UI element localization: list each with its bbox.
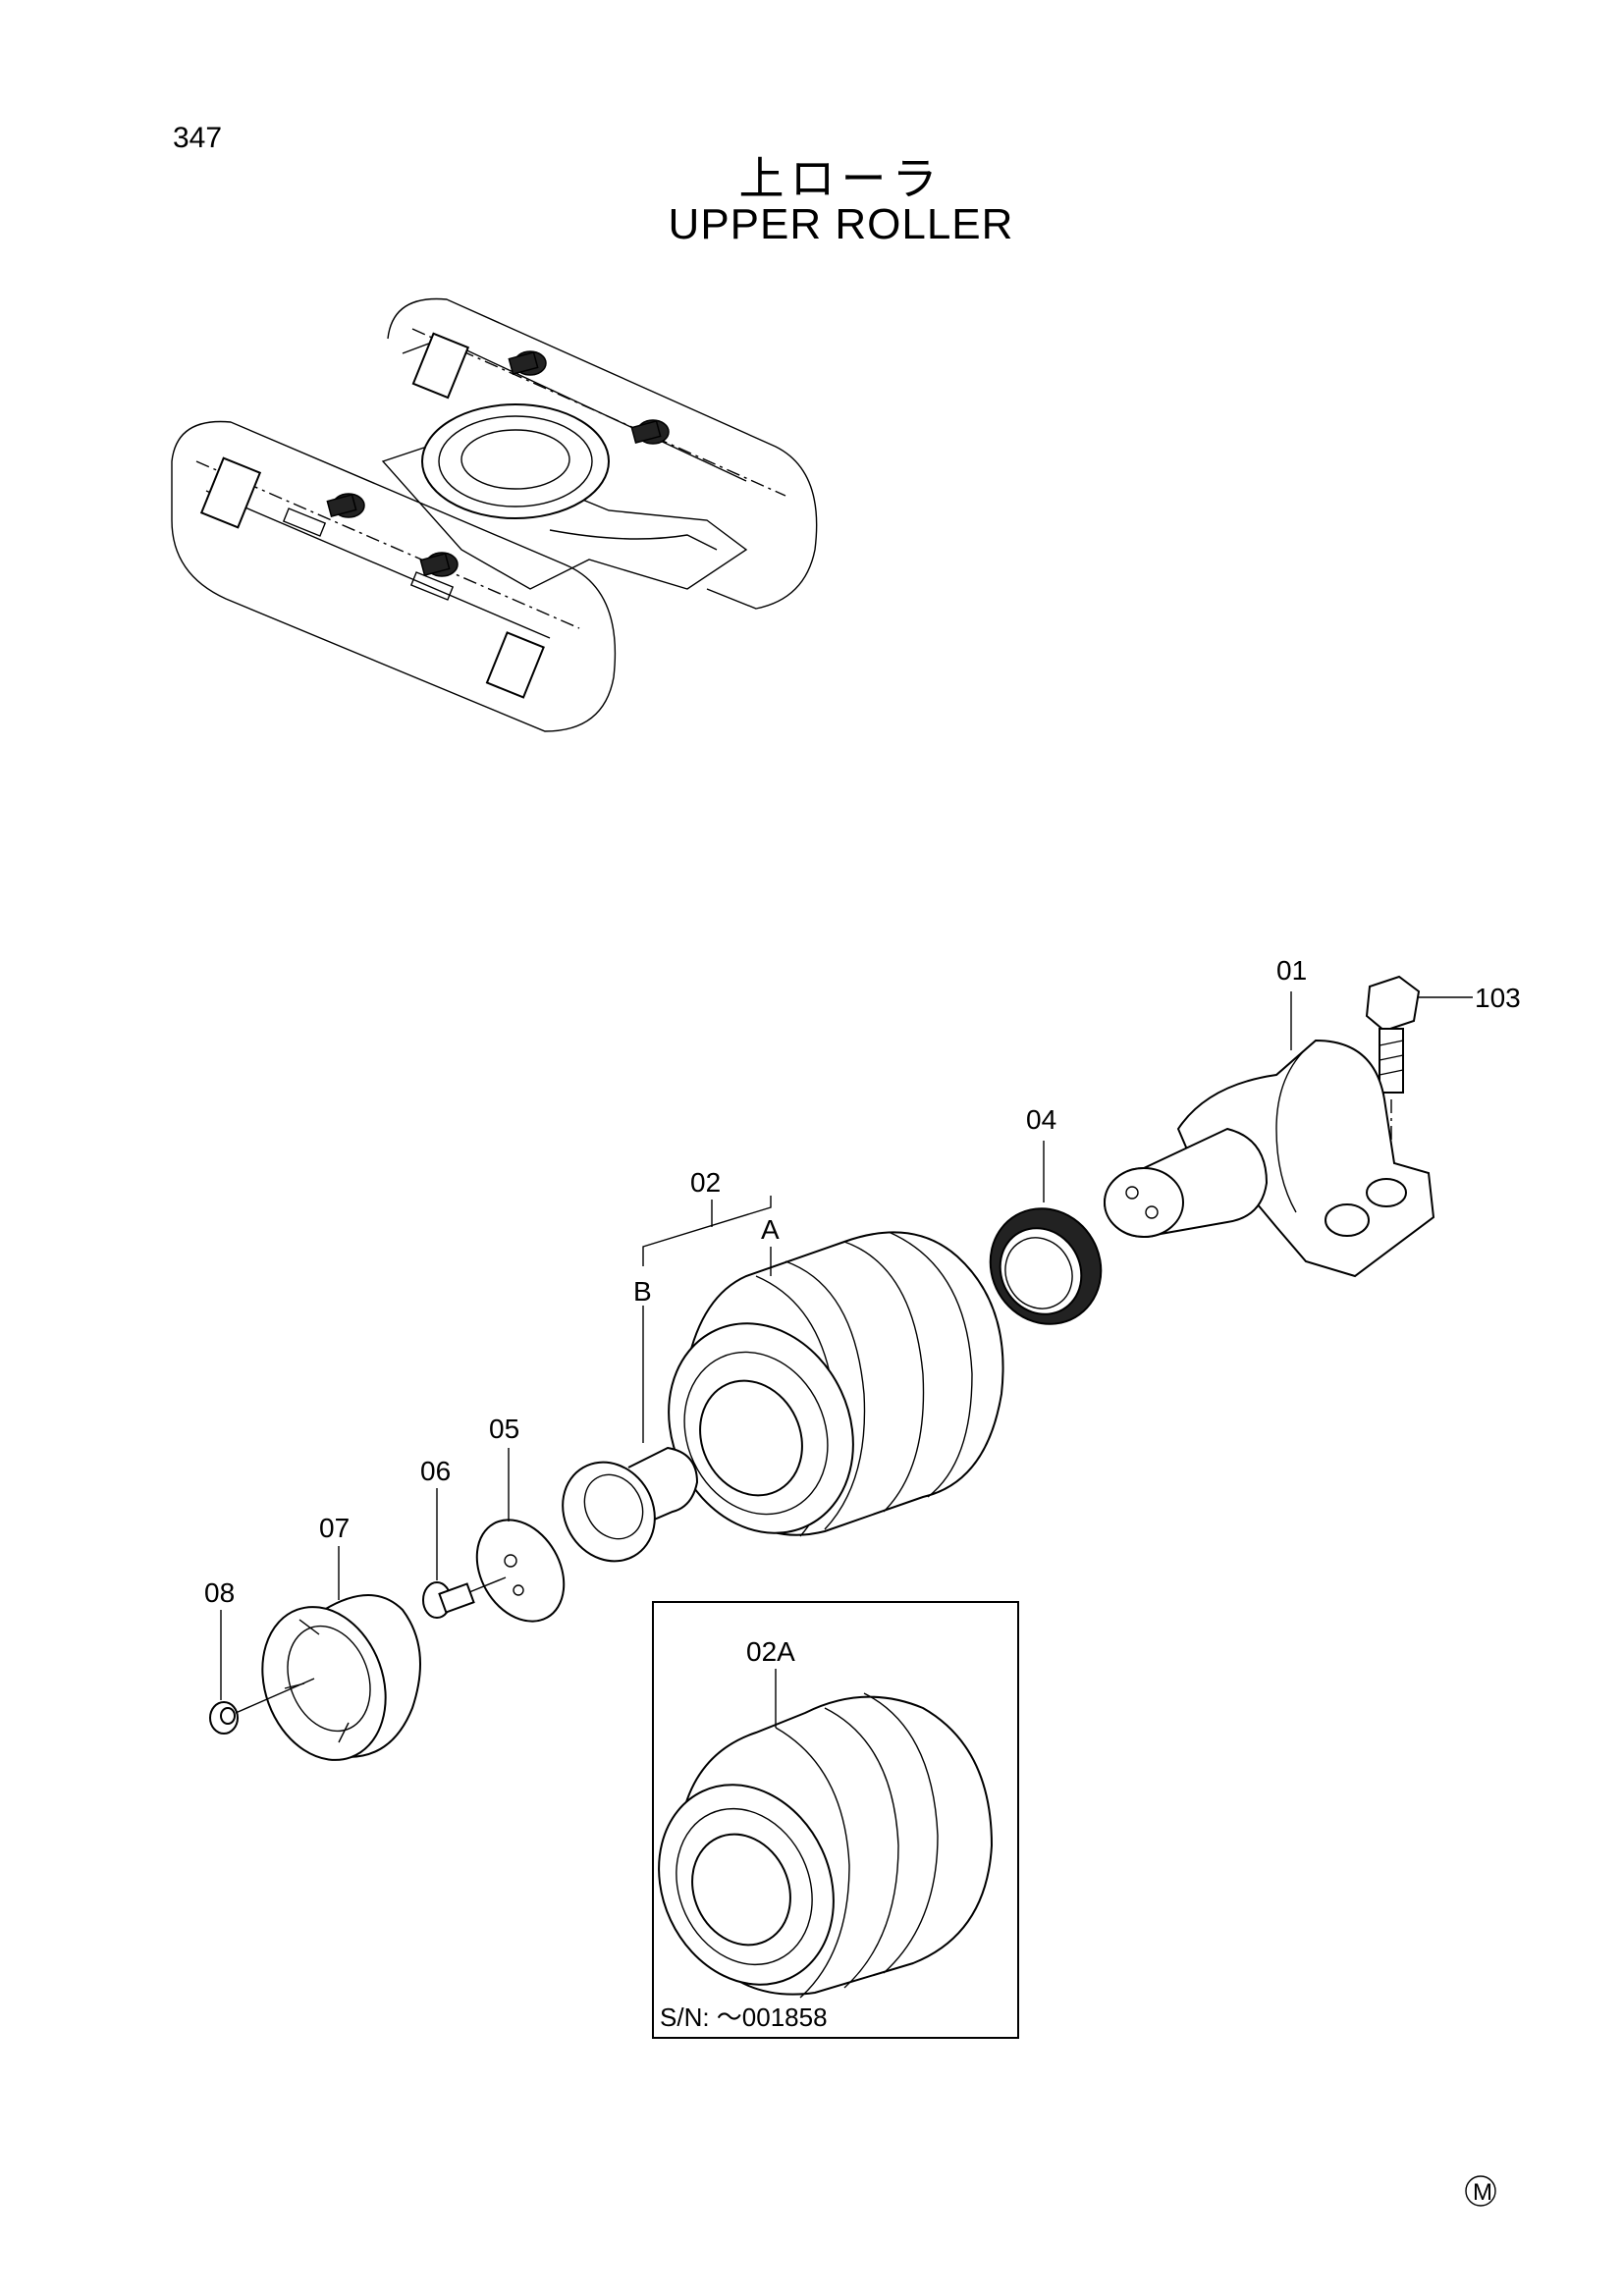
plug-08	[209, 1701, 239, 1735]
roller-02	[668, 1231, 1004, 1537]
callout-103: 103	[1475, 983, 1521, 1013]
callout-02-B: B	[633, 1276, 652, 1307]
plate-05	[475, 1519, 566, 1623]
bolt-06	[422, 1581, 475, 1619]
callout-01: 01	[1276, 955, 1307, 986]
bolt-103	[1365, 975, 1421, 1163]
callout-08: 08	[204, 1577, 235, 1608]
bushing-02B	[562, 1446, 699, 1563]
upper-roller-highlight-4	[419, 552, 459, 577]
page-title-english: UPPER ROLLER	[668, 200, 1014, 248]
bracket-shaft-01	[1104, 1039, 1435, 1278]
inset-serial-note: S/N: ～001858	[660, 2002, 828, 2032]
footer-mark-circle	[1465, 2175, 1496, 2207]
upper-roller-highlight-1	[508, 350, 547, 376]
page-title-japanese: 上ローラ	[738, 152, 944, 205]
callout-04: 04	[1026, 1104, 1056, 1135]
upper-roller-highlight-2	[630, 419, 670, 445]
callout-05: 05	[489, 1414, 519, 1444]
callout-07: 07	[319, 1513, 350, 1543]
inset-02A	[652, 1601, 1019, 2039]
footer-mark: M	[1473, 2179, 1492, 2206]
undercarriage-overview	[171, 297, 818, 732]
callout-06: 06	[420, 1456, 451, 1486]
page-number: 347	[173, 122, 223, 154]
cover-07	[261, 1594, 421, 1761]
seal-04	[989, 1207, 1103, 1325]
callout-02-A: A	[761, 1214, 780, 1245]
inset-part-label: 02A	[746, 1636, 795, 1667]
upper-roller-highlight-3	[326, 493, 365, 518]
callout-02: 02	[690, 1167, 721, 1198]
